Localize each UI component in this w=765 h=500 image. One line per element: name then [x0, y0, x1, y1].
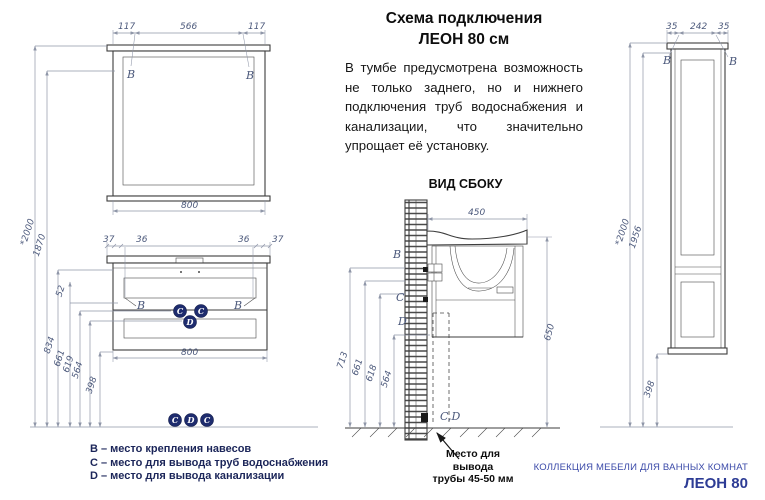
mirror-front: B B	[106, 33, 271, 202]
footer-brand-block: КОЛЛЕКЦИЯ МЕБЕЛИ ДЛЯ ВАННЫХ КОМНАТ ЛЕОН …	[534, 462, 748, 492]
legend-item-c: C – место для вывода труб водоснабжения	[90, 456, 329, 469]
note-line-1: Место для	[445, 448, 501, 460]
mirror-marker-b-right: B	[245, 69, 254, 82]
dim-side-661: 661	[351, 358, 366, 377]
title-line-2: ЛЕОН 80 см	[418, 31, 510, 48]
dim-side-650: 650	[543, 323, 557, 342]
marker-circle-c2: C	[198, 306, 205, 316]
vanity-marker-b-right: B	[233, 299, 242, 312]
pipe-exit-marker	[421, 413, 428, 422]
dim-side-450: 450	[468, 208, 485, 218]
note-line-3: трубы 45-50 мм	[432, 473, 514, 485]
legend: B – место крепления навесов C – место дл…	[90, 443, 328, 484]
dim-mirror-117-left: 117	[118, 22, 135, 32]
dim-vanity-37-left: 37	[103, 235, 115, 245]
dim-height-2000: *2000	[19, 218, 37, 247]
side-marker-cd: C,D	[440, 410, 461, 423]
side-view-heading: ВИД СБОКУ	[428, 177, 503, 191]
dim-side-618: 618	[365, 363, 380, 383]
dim-vanity-36-left: 36	[136, 235, 148, 245]
wall-section	[404, 199, 428, 441]
marker-circle-d: D	[186, 317, 194, 327]
tall-marker-b-right: B	[728, 55, 737, 68]
dim-side-564: 564	[380, 369, 395, 389]
pipe-zone-dashed	[432, 312, 450, 425]
side-marker-d: D	[397, 315, 407, 328]
floor-marker-d: D	[187, 415, 195, 425]
title-line-1: Схема подключения	[385, 10, 543, 27]
dim-mirror-117-right: 117	[248, 22, 265, 32]
mirror-dims: 117 566 117 800	[112, 22, 265, 215]
dim-mirror-800: 800	[181, 201, 198, 211]
front-view: B B 117 566 117 800	[19, 22, 318, 428]
vanity-front: B B	[106, 247, 271, 351]
dim-vanity-800: 800	[181, 348, 198, 358]
dim-tall-35-left: 35	[666, 22, 678, 32]
dim-tall-398: 398	[643, 379, 658, 399]
dim-height-834: 834	[43, 335, 58, 355]
floor-marker-c2: C	[204, 415, 211, 425]
vanity-side-profile	[426, 229, 528, 338]
dim-side-713: 713	[336, 350, 351, 370]
note-arrow	[436, 432, 460, 460]
note-line-2: вывода	[452, 460, 494, 473]
side-marker-b: B	[392, 248, 401, 261]
dim-height-398: 398	[85, 375, 100, 395]
side-floor	[345, 427, 560, 438]
dim-height-1870: 1870	[32, 233, 49, 258]
hanging-bracket	[427, 263, 443, 273]
marker-circle-c1: C	[177, 306, 184, 316]
tall-cabinet-front: B B	[662, 34, 737, 355]
collection-label: КОЛЛЕКЦИЯ МЕБЕЛИ ДЛЯ ВАННЫХ КОМНАТ	[533, 462, 748, 473]
dim-mirror-566: 566	[180, 22, 197, 32]
dim-vanity-36-right: 36	[238, 235, 250, 245]
side-marker-c: C	[396, 291, 405, 304]
page-title: Схема подключения ЛЕОН 80 см	[330, 8, 598, 50]
vanity-marker-b-left: B	[136, 299, 145, 312]
dim-tall-35-right: 35	[718, 22, 730, 32]
dim-vanity-37-right: 37	[272, 235, 284, 245]
legend-item-d: D – место для вывода канализации	[90, 470, 285, 482]
floor-marker-c1: C	[172, 415, 179, 425]
legend-item-b: B – место крепления навесов	[90, 443, 252, 455]
vanity-dims: 37 36 36 37 800	[103, 235, 284, 362]
dim-height-52: 52	[55, 284, 68, 298]
side-view: 450 650 713 661 618 564 B C D C,D	[336, 199, 560, 460]
tall-marker-b-left: B	[662, 54, 671, 67]
dim-tall-242: 242	[690, 22, 707, 32]
mirror-marker-b-left: B	[126, 68, 135, 81]
description-paragraph: В тумбе предусмотрена возможность не тол…	[345, 60, 583, 153]
product-name: ЛЕОН 80	[684, 475, 748, 492]
pipe-outlet-note: Место для вывода трубы 45-50 мм	[420, 448, 526, 486]
tall-cabinet-view: B B 35 242 35 *2000 1956 398	[600, 22, 737, 428]
connection-markers: C C D C D C	[168, 304, 214, 427]
